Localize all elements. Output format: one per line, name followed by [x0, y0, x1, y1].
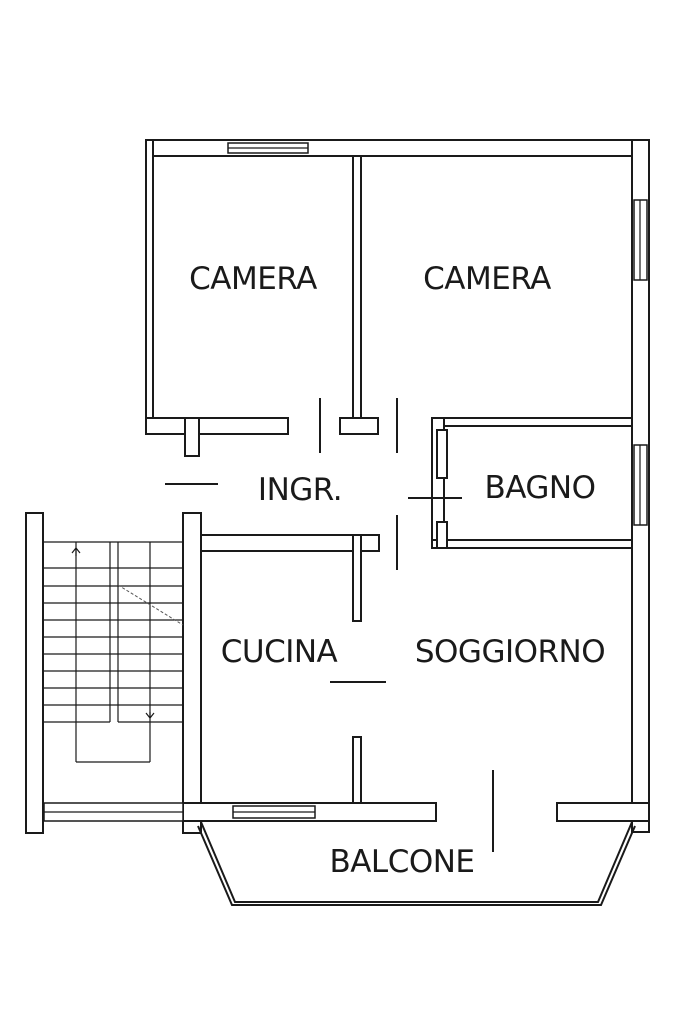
- outer-wall-right: [631, 139, 650, 833]
- door-leaves: [165, 398, 494, 852]
- outer-wall-bottom: [182, 802, 650, 822]
- outer-wall-left-bedroom: [145, 139, 289, 457]
- room-label-camera-left: CAMERA: [189, 261, 317, 297]
- kitchen-walls: [182, 534, 380, 805]
- outer-wall-top: [145, 139, 650, 157]
- bathroom-walls: [431, 417, 633, 549]
- room-label-camera-right: CAMERA: [423, 261, 551, 297]
- room-label-balcone: BALCONE: [329, 844, 474, 880]
- partition-bedrooms: [339, 155, 379, 435]
- room-label-bagno: BAGNO: [484, 470, 595, 506]
- staircase: [25, 512, 184, 834]
- room-label-soggiorno: SOGGIORNO: [415, 634, 605, 670]
- balcony: [197, 821, 636, 906]
- kitchen-left-wall: [182, 512, 202, 834]
- bedroom-right-bottom-wall: [431, 417, 633, 427]
- room-label-ingresso: INGR.: [258, 472, 342, 508]
- room-label-cucina: CUCINA: [221, 634, 338, 670]
